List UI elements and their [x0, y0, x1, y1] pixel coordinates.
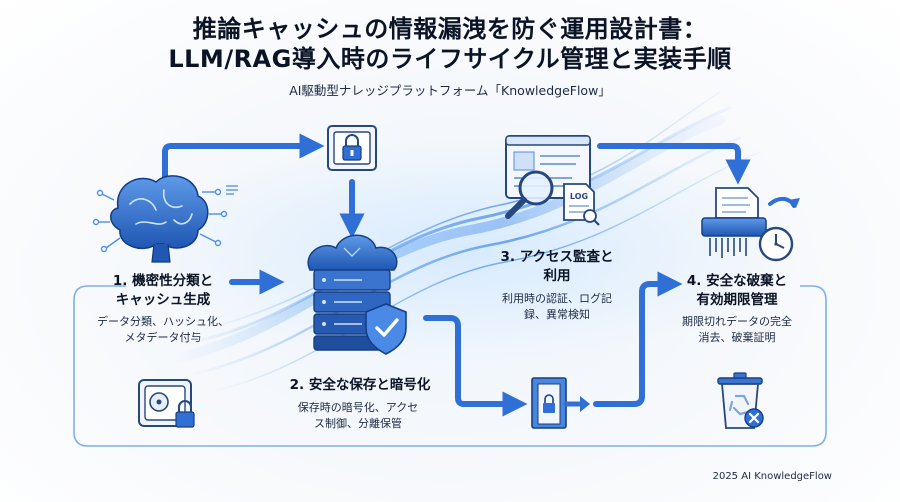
- delete-x-icon: [744, 408, 764, 428]
- cycle-frame: [73, 285, 827, 447]
- step-1-title: 1. 機密性分類と キャッシュ生成: [112, 273, 214, 308]
- step-2-description: 保存時の暗号化、アクセ ス制御、分離保管: [297, 401, 419, 430]
- log-file-icon: LOG: [563, 183, 600, 226]
- page-title-line-2: LLM/RAG導入時のライフサイクル管理と実装手順: [168, 45, 732, 73]
- audit-document-icon: LOG: [505, 135, 600, 226]
- padlock-icon: [175, 400, 195, 428]
- step-4-description: 期限切れデータの完全 消去、破棄証明: [682, 315, 792, 344]
- flow-arrows: [162, 133, 751, 417]
- shredder-icon: [701, 187, 800, 262]
- page-subtitle: AI駆動型ナレッジプラットフォーム「KnowledgeFlow」: [289, 83, 611, 98]
- safe-lock-icon: [327, 125, 377, 171]
- step-4-title: 4. 安全な破棄と 有効期限管理: [686, 273, 788, 308]
- step-3-description: 利用時の認証、ログ記 録、異常検知: [502, 292, 612, 321]
- log-label: LOG: [570, 192, 588, 201]
- magnifier-icon: [518, 170, 554, 206]
- cloud-server-icon: [307, 234, 407, 355]
- exit-door-icon: [531, 377, 590, 429]
- brain-icon: [92, 175, 238, 263]
- arrow-brain-to-safe: [162, 133, 325, 181]
- step-2-title: 2. 安全な保存と暗号化: [289, 377, 431, 393]
- recycle-bin-icon: [717, 372, 764, 429]
- arrow-door-to-step4: [593, 271, 683, 407]
- vault-safe-icon: [138, 379, 195, 428]
- footer-credit: 2025 AI KnowledgeFlow: [712, 471, 832, 482]
- step-3-title: 3. アクセス監査と 利用: [500, 249, 614, 284]
- page-title-line-1: 推論キャッシュの情報漏洩を防ぐ運用設計書：: [192, 15, 708, 43]
- arrow-top-to-shredder: [597, 143, 751, 185]
- arrow-server-to-door: [423, 315, 528, 417]
- step-1-description: データ分類、ハッシュ化、 メタデータ付与: [97, 315, 229, 344]
- shield-check-icon: [365, 303, 407, 355]
- clock-icon: [758, 226, 794, 262]
- data-flow-stream: [140, 91, 800, 393]
